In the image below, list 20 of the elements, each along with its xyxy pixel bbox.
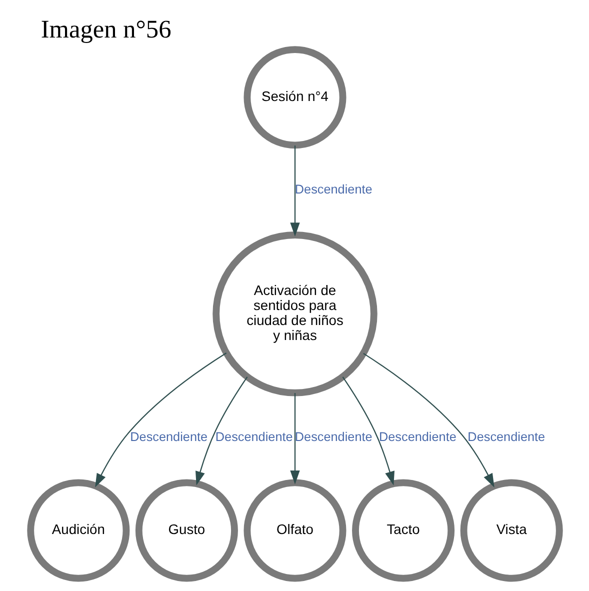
node-circle: Gusto <box>134 479 238 582</box>
edge-label: Descendiente <box>214 430 292 444</box>
edge-label: Descendiente <box>294 182 372 196</box>
edge-label: Descendiente <box>378 430 456 444</box>
arrow <box>290 393 300 484</box>
diagram-title: Imagen n°56 <box>40 16 171 44</box>
node-circle: Vista <box>460 479 562 582</box>
arrow <box>290 146 300 236</box>
arrow <box>94 352 226 488</box>
node-circle: Olfato <box>243 479 346 582</box>
node-circle: Sesión n°4 <box>243 46 346 149</box>
node-circle: Activación de sentidos para ciudad de niños y niñas <box>212 232 377 396</box>
arrow <box>342 376 394 486</box>
node-circle: Audición <box>26 479 130 582</box>
arrow <box>195 376 248 486</box>
edge-label: Descendiente <box>130 430 208 444</box>
arrow <box>362 352 494 488</box>
edge-label: Descendiente <box>467 430 545 444</box>
edge-label: Descendiente <box>294 430 372 444</box>
node-circle: Tacto <box>352 479 454 582</box>
